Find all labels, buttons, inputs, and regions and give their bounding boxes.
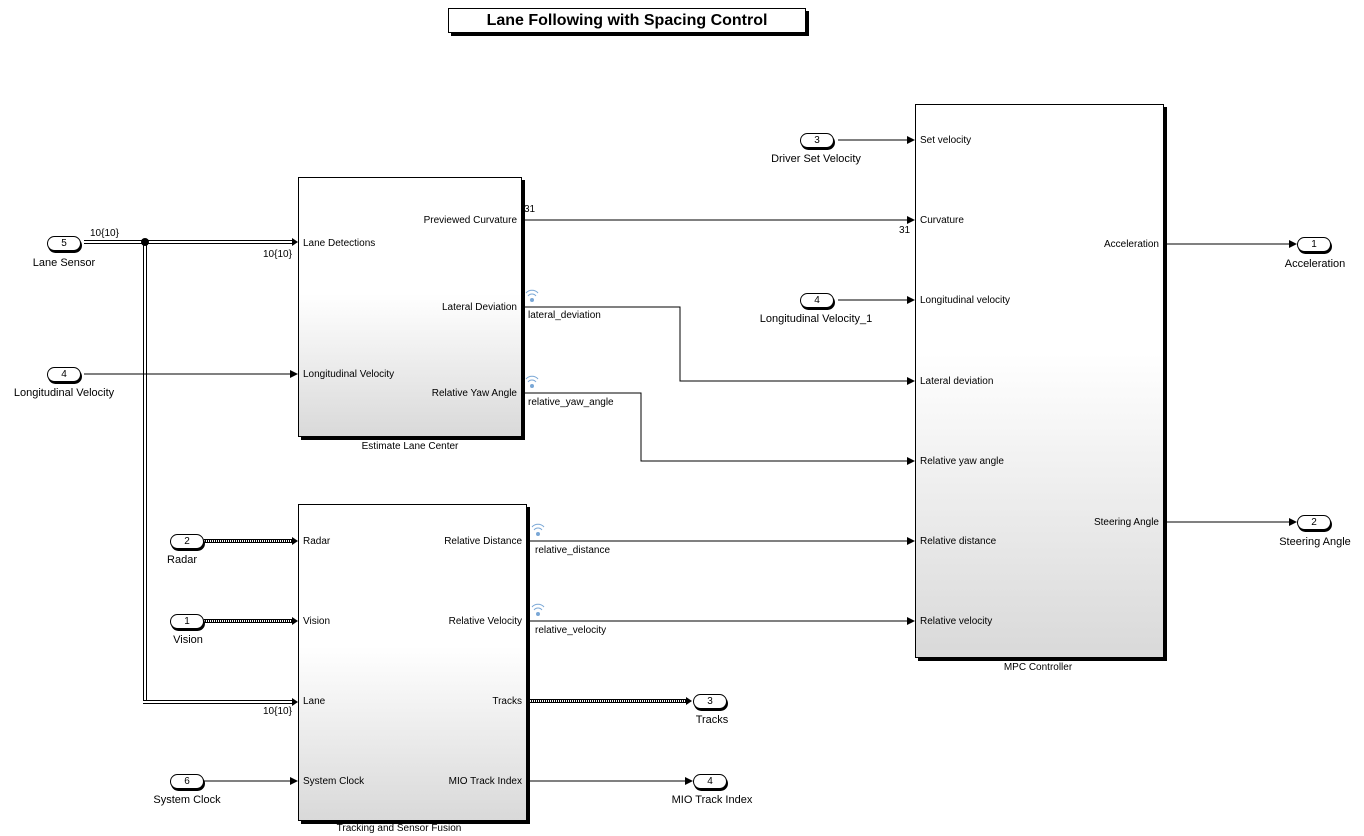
inport-vision-label: Vision [173,634,203,646]
port-lateral-deviation: Lateral Deviation [441,302,517,313]
signal-dim-lane-detections: 10{10} [263,249,292,260]
port-lateral-deviation-mpc: Lateral deviation [920,376,994,387]
port-relative-velocity: Relative Velocity [448,616,522,627]
wire-relative-yaw [521,392,915,465]
signal-label-lateral-deviation: lateral_deviation [528,310,601,321]
inport-radar-label: Radar [167,554,197,566]
wire-radar [204,537,298,545]
wire-tracks [526,697,692,705]
port-radar: Radar [303,536,331,547]
inport-system-clock[interactable]: 6 [170,774,204,789]
port-vision: Vision [303,616,331,627]
signal-label-relative-velocity: relative_velocity [535,625,607,636]
wire-lateral-deviation [521,306,915,385]
port-mio-track-index: MIO Track Index [448,776,522,787]
port-lane: Lane [303,696,326,707]
logging-icon-relative-yaw [525,375,539,388]
inport-vision[interactable]: 1 [170,614,204,629]
inport-lane-sensor[interactable]: 5 [47,236,81,251]
port-lane-detections: Lane Detections [303,238,376,249]
signal-dim-lane: 10{10} [263,706,292,717]
tracking-sensor-fusion-label: Tracking and Sensor Fusion [336,823,462,834]
logging-icon-relative-velocity [531,603,545,616]
outport-acceleration-label: Acceleration [1284,258,1346,270]
outport-steering-angle[interactable]: 2 [1297,515,1331,530]
logging-icon-lateral-deviation [525,289,539,302]
wire-vision [204,617,298,625]
inport-longitudinal-velocity-1[interactable]: 4 [800,293,834,308]
inport-driver-set-velocity[interactable]: 3 [800,133,834,148]
port-relative-distance: Relative Distance [444,536,522,547]
tracking-sensor-fusion-block[interactable]: Radar Vision Lane System Clock Relative … [298,504,527,821]
port-set-velocity: Set velocity [920,135,972,146]
inport-radar[interactable]: 2 [170,534,204,549]
inport-longitudinal-velocity-label: Longitudinal Velocity [13,387,115,399]
outport-mio-track-index[interactable]: 4 [693,774,727,789]
outport-steering-angle-label: Steering Angle [1279,536,1351,548]
port-steering-angle: Steering Angle [1093,517,1159,528]
outport-tracks[interactable]: 3 [693,694,727,709]
port-tracks: Tracks [492,696,522,707]
port-relative-yaw-angle-mpc: Relative yaw angle [920,456,1004,467]
outport-tracks-label: Tracks [695,714,729,726]
port-system-clock: System Clock [303,776,365,787]
port-longitudinal-velocity-mpc: Longitudinal velocity [920,295,1011,306]
port-relative-velocity-mpc: Relative velocity [920,616,993,627]
inport-system-clock-label: System Clock [153,794,221,806]
logging-icon-relative-distance [531,523,545,536]
wire-lane-sensor [84,238,298,706]
port-relative-distance-mpc: Relative distance [920,536,997,547]
estimate-lane-center-label: Estimate Lane Center [361,441,459,452]
signal-dim-lane-sensor: 10{10} [90,228,119,239]
inport-longitudinal-velocity-1-label: Longitudinal Velocity_1 [759,313,873,325]
estimate-lane-center-block[interactable]: Lane Detections Longitudinal Velocity Pr… [298,177,522,437]
mpc-controller-block[interactable]: Set velocity Curvature Longitudinal velo… [915,104,1164,658]
signal-dim-curvature-in: 31 [899,225,911,236]
mpc-controller-label: MPC Controller [1003,662,1073,673]
signal-dim-curvature-out: 31 [524,204,536,215]
outport-acceleration[interactable]: 1 [1297,237,1331,252]
inport-longitudinal-velocity[interactable]: 4 [47,367,81,382]
outport-mio-track-index-label: MIO Track Index [671,794,753,806]
port-acceleration: Acceleration [1103,239,1159,250]
signal-label-relative-distance: relative_distance [535,545,611,556]
port-longitudinal-velocity: Longitudinal Velocity [303,369,395,380]
inport-driver-set-velocity-label: Driver Set Velocity [771,153,861,165]
inport-lane-sensor-label: Lane Sensor [32,257,96,269]
port-curvature: Curvature [920,215,964,226]
diagram-title: Lane Following with Spacing Control [448,8,806,33]
port-relative-yaw-angle: Relative Yaw Angle [431,388,517,399]
signal-label-relative-yaw-angle: relative_yaw_angle [528,397,614,408]
port-previewed-curvature: Previewed Curvature [423,215,517,226]
